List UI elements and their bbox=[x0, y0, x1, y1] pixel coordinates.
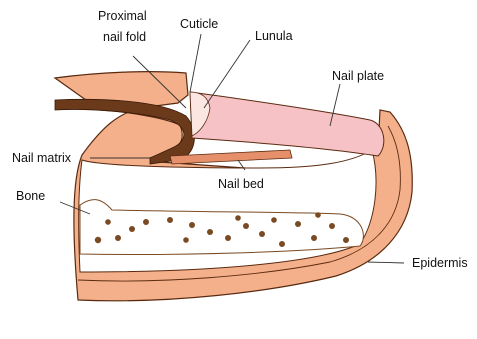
label-nail-plate: Nail plate bbox=[332, 69, 384, 83]
label-proximal-nail-fold-line2: nail fold bbox=[103, 30, 146, 44]
label-nail-bed: Nail bed bbox=[218, 177, 264, 191]
nail-plate bbox=[190, 92, 384, 156]
label-cuticle: Cuticle bbox=[180, 17, 218, 31]
leader-epidermis bbox=[368, 262, 404, 263]
label-proximal-nail-fold-line1: Proximal bbox=[98, 9, 147, 23]
label-nail-matrix: Nail matrix bbox=[12, 151, 72, 165]
label-epidermis: Epidermis bbox=[412, 256, 468, 270]
leader-cuticle bbox=[190, 34, 201, 92]
label-lunula: Lunula bbox=[255, 29, 293, 43]
label-bone: Bone bbox=[16, 189, 45, 203]
